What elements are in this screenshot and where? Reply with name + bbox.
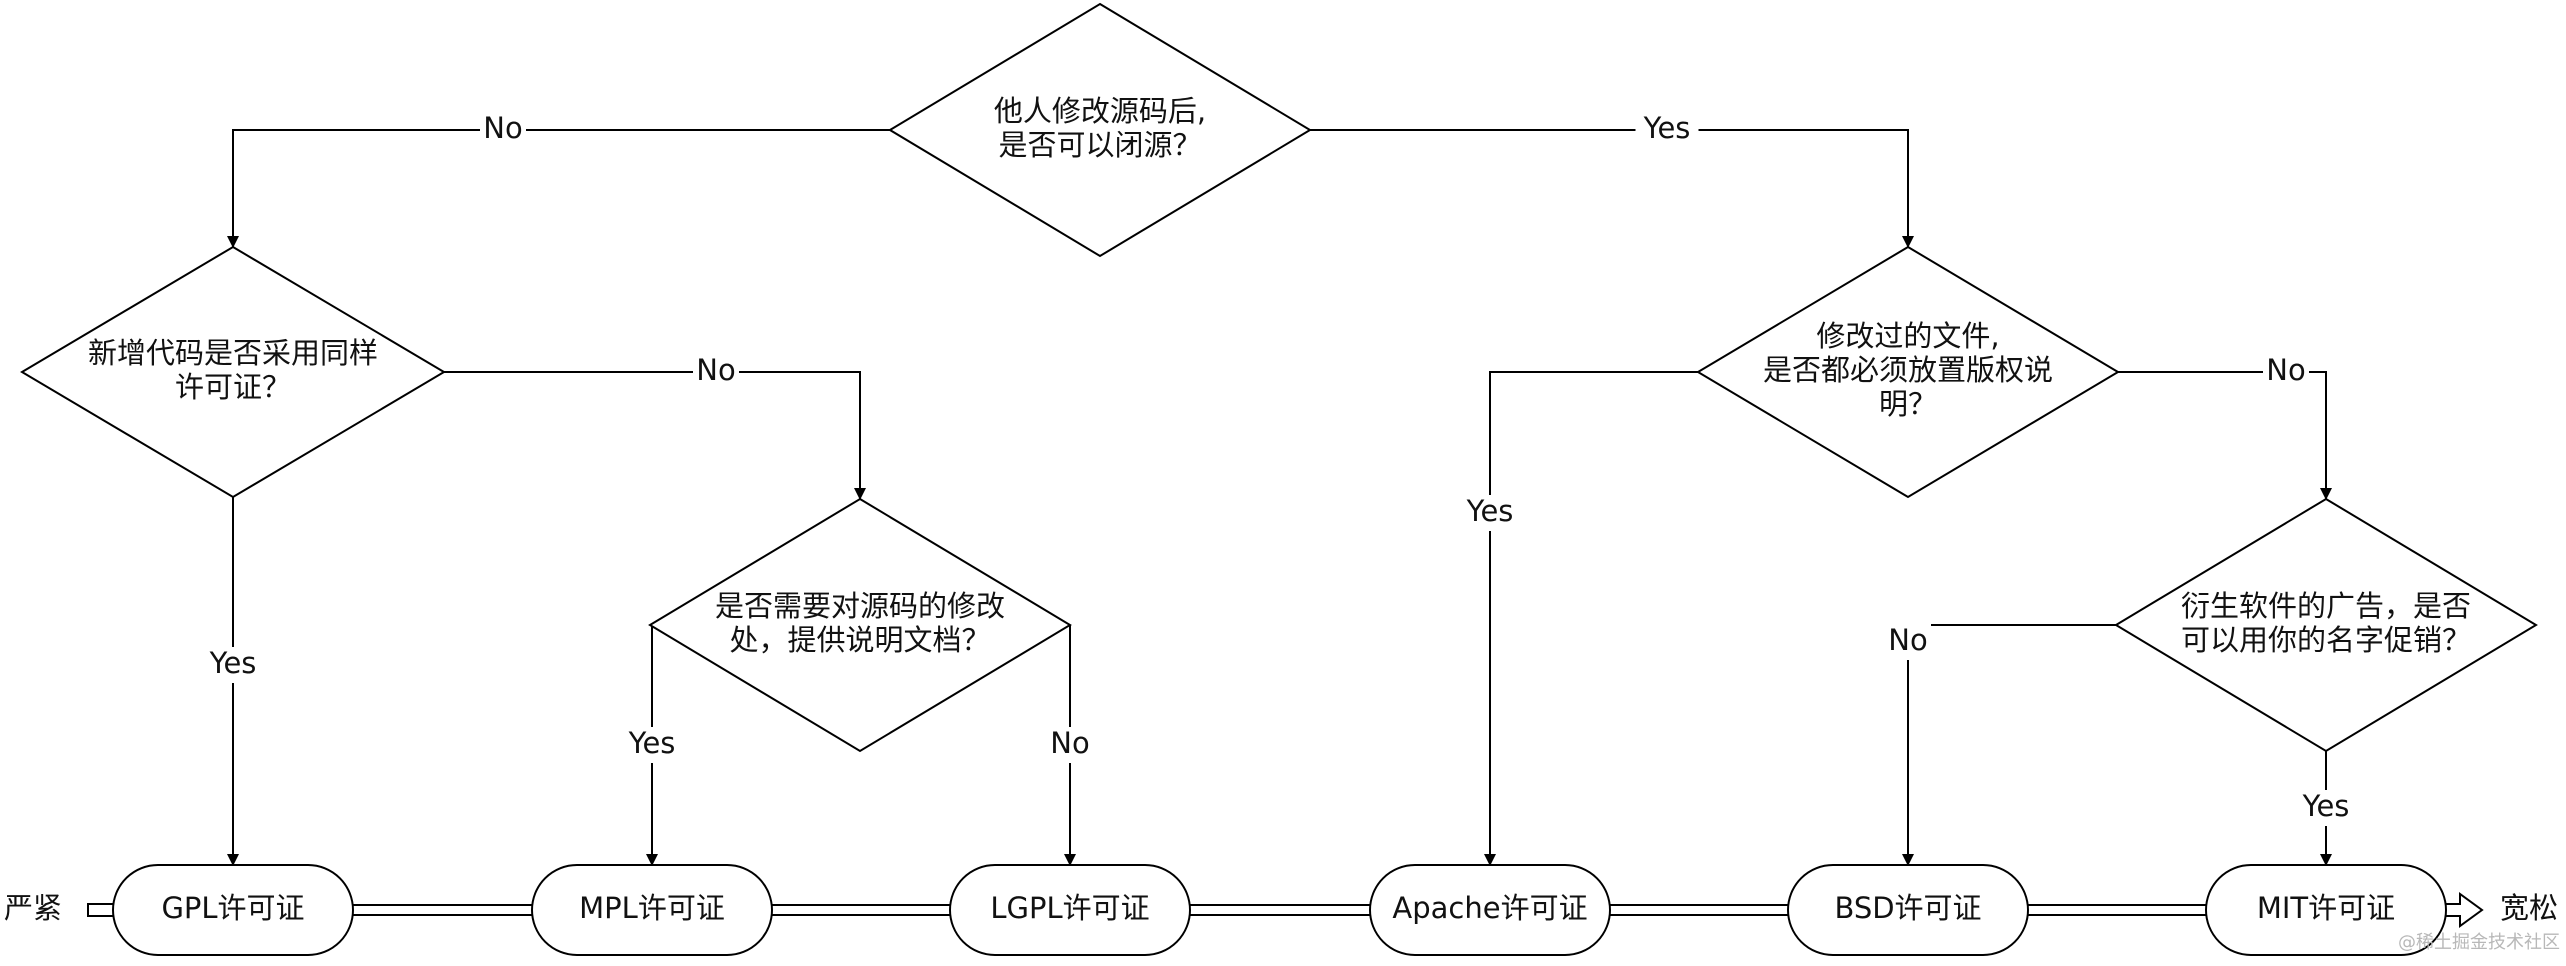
license-mit: MIT许可证	[2205, 864, 2447, 956]
license-label: LGPL许可证	[990, 891, 1149, 925]
watermark-text: @稀土掘金技术社区	[2398, 932, 2560, 953]
license-pill	[2205, 864, 2447, 956]
edge-label-bg	[620, 727, 684, 763]
edge-label-bg	[693, 354, 739, 390]
decision-diamond	[1696, 245, 2120, 499]
license-mpl: MPL许可证	[531, 864, 773, 956]
edge-label-bg	[2294, 790, 2358, 826]
decision-diamond	[20, 245, 446, 499]
edge-label-bg	[201, 647, 265, 683]
edge-e_closed_no	[227, 129, 890, 248]
decision-text-line: 是否可以闭源？	[998, 128, 1201, 162]
edge-label-bg	[1458, 495, 1522, 531]
decision-text-line: 许可证？	[175, 370, 291, 404]
decision-q_closed_source: 他人修改源码后,是否可以闭源？	[888, 2, 1312, 258]
edge-e_same_no	[444, 371, 866, 500]
decision-text-line: 明？	[1879, 387, 1937, 421]
edge-label-no: No	[1888, 623, 1927, 657]
decision-diamond	[648, 497, 1072, 753]
license-gpl: GPL许可证	[112, 864, 354, 956]
license-label: BSD许可证	[1834, 891, 1981, 925]
edge-label-no: No	[483, 111, 522, 145]
edge-label-bg	[1635, 112, 1699, 148]
license-label: GPL许可证	[161, 891, 304, 925]
edge-label-bg	[1047, 727, 1093, 763]
decision-text-line: 衍生软件的广告，是否	[2181, 589, 2471, 623]
license-apache: Apache许可证	[1369, 864, 1611, 956]
edge-label-yes: Yes	[2302, 789, 2350, 823]
license-bsd: BSD许可证	[1787, 864, 2029, 956]
spectrum-end-arrow-icon	[2446, 892, 2484, 928]
edge-label-yes: Yes	[1466, 494, 1514, 528]
decision-text-line: 新增代码是否采用同样	[88, 336, 378, 370]
edge-label-no: No	[696, 353, 735, 387]
edge-e_name_no	[1902, 624, 2116, 866]
license-pill	[531, 864, 773, 956]
decision-text-line: 可以用你的名字促销？	[2181, 623, 2471, 657]
edge-label-no: No	[1050, 726, 1089, 760]
decision-text-line: 修改过的文件,	[1816, 319, 1999, 353]
license-lgpl: LGPL许可证	[949, 864, 1191, 956]
decision-diamond	[2114, 497, 2538, 753]
edge-label-yes: Yes	[628, 726, 676, 760]
license-label: MIT许可证	[2257, 891, 2395, 925]
strict-label: 严紧	[4, 891, 62, 925]
loose-label: 宽松	[2500, 891, 2558, 925]
spectrum-start-marker	[87, 903, 115, 917]
decision-diamond	[888, 2, 1312, 258]
edge-e_closed_yes	[1310, 129, 1914, 248]
edges	[227, 129, 2332, 866]
decision-text-line: 处，提供说明文档？	[729, 623, 990, 657]
edge-e_notice_no	[2118, 371, 2332, 500]
decision-text-line: 是否都必须放置版权说	[1763, 353, 2053, 387]
edge-e_notice_yes	[1484, 371, 1698, 866]
edge-label-no: No	[2266, 353, 2305, 387]
edge-label-yes: Yes	[1643, 111, 1691, 145]
decision-text-line: 是否需要对源码的修改	[715, 589, 1005, 623]
strictness-spectrum	[87, 892, 2484, 928]
license-pill	[1787, 864, 2029, 956]
edge-label-bg	[480, 112, 526, 148]
license-label: Apache许可证	[1392, 891, 1587, 925]
license-pill	[949, 864, 1191, 956]
license-pill	[1369, 864, 1611, 956]
edge-label-bg	[2263, 354, 2309, 390]
license-pill	[112, 864, 354, 956]
decision-text-line: 他人修改源码后,	[994, 94, 1206, 128]
edge-label-yes: Yes	[209, 646, 257, 680]
license-label: MPL许可证	[579, 891, 725, 925]
edge-label-bg	[1885, 624, 1931, 660]
